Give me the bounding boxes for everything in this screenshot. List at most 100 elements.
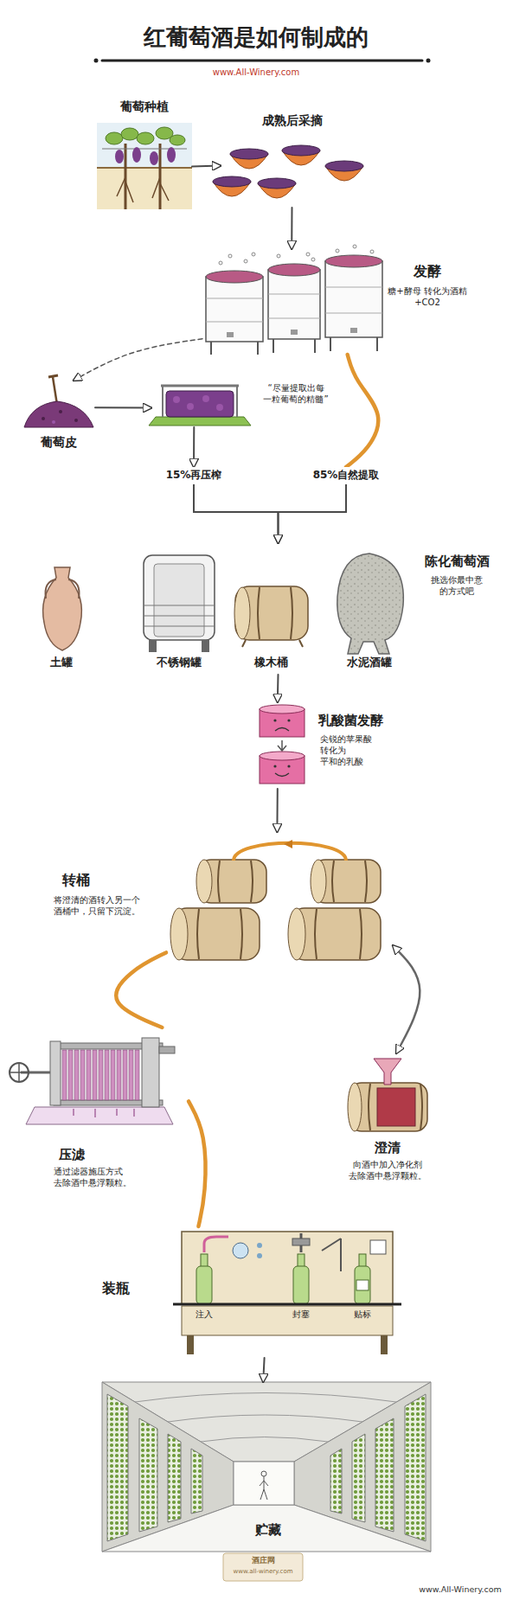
fermentation-tanks-part [290,329,298,335]
press-step: “尽量提取出每 一粒葡萄的精髓” [151,378,249,428]
logo-badge-part [223,1553,303,1582]
grape-press-part [202,395,210,403]
fining-barrel-part [368,1083,423,1131]
racking-barrels-part [310,859,327,904]
grape-press-part [166,391,234,417]
vineyard-drawing-part [149,151,159,166]
fermentation-tanks-part [226,332,234,338]
grape-press-part [186,403,194,411]
fermentation-tanks-part [205,276,263,342]
racking-barrels-part [196,859,212,904]
flow-arrow [193,484,279,544]
wine-cellar-part [330,1449,342,1514]
fermentation-tanks-part [205,298,263,322]
filter-press-part [122,1050,128,1101]
flow-arrow [290,207,293,250]
vineyard-drawing-part [96,166,193,169]
filter-press-part [98,1050,103,1101]
filter-step: 压滤通过滤器施压方式 去除酒中悬浮颗粒。 [12,1027,189,1134]
wine-cellar-part [404,1394,426,1542]
malolactic-tubs-part [277,740,287,751]
fermentation-tanks-part [370,250,374,254]
filter-press-part [9,1063,29,1083]
wine-cellar-part [139,1418,158,1533]
fermentation-tanks-part [268,263,321,276]
harvest-bowls-part [257,178,296,189]
racking-barrels-part [170,908,188,961]
bottling-machine-part [256,1243,263,1249]
fermentation-tanks-part [243,259,248,263]
filter-press-part [74,1050,79,1101]
fermentation-tanks-part [276,254,281,258]
logo-url: www.all-winery.com [232,1568,293,1576]
station-label: 贴标 [353,1309,372,1321]
fining-barrel-part [347,1083,362,1132]
malolactic-tubs-part [287,764,290,768]
racking-barrels-part [314,909,362,960]
filter-press-part [128,1050,134,1101]
filter-press-part [25,1107,174,1125]
step-heading: 15%再压榨 [166,468,223,483]
filter-press-part [92,1050,97,1101]
grape-press-part [160,384,239,388]
vineyard-drawing-part [169,134,186,146]
filter-press [9,1038,175,1125]
steel-tank-part [143,605,215,627]
grape-skins-part [58,410,63,414]
grape-skins-part [51,420,56,424]
bottling-machine [173,1231,402,1355]
step-note: 向酒中加入净化剂 去除酒中悬浮颗粒。 [339,1159,437,1182]
grape-skins-part [41,416,45,421]
step-note: 将澄清的酒转入另一个 酒桶中，只留下沉淀。 [53,894,162,917]
bottling-machine-part [232,1243,249,1259]
wine-cellar-part [191,1449,203,1514]
vineyard-drawing-part [132,147,142,163]
fermentation-tanks-part [251,252,256,257]
flow-arrow [275,788,278,833]
grape-skins-part [48,375,58,378]
harvest-bowls-part [282,145,321,156]
site-url: www.All-Winery.com [418,1584,501,1595]
flow-arrow [192,427,195,468]
step-heading: 成熟后采摘 [237,112,347,129]
oak-barrel-part [234,587,251,640]
step-heading: 不锈钢罐 [135,655,223,671]
fining-barrel-part [373,1058,402,1085]
vineyard-drawing-part [96,122,193,168]
steel-tank-part [143,555,215,641]
title-underline [94,58,431,64]
bottling-step: 装瓶 [176,1226,397,1359]
wine-cellar-part [375,1418,394,1533]
steel-tank-part [153,564,205,637]
wine-cellar-part [134,1393,397,1443]
vessel: 水泥酒罐 [331,550,408,655]
grape-skins-part [52,377,58,405]
concrete-egg-part [337,553,404,655]
step-heading: 85%自然提取 [313,468,380,483]
fermentation-tanks-part [350,327,358,334]
flow-arrow [392,945,420,1054]
fermentation-tanks-part [211,341,258,355]
step-heading: 转桶 [62,872,158,891]
malolactic-tubs-part [259,705,305,714]
step-heading: 土罐 [26,655,97,671]
logo-badge [223,1553,303,1582]
vineyard-drawing-part [105,132,123,145]
malolactic-tubs-part [273,764,276,768]
fermentation-tanks-part [306,252,310,257]
racking-step: 转桶将澄清的酒转入另一个 酒桶中，只留下沉淀。 [166,832,393,975]
flow-arrow [278,484,347,544]
bottling-machine-part [196,1266,212,1305]
bottling-machine-part [173,1303,402,1307]
fermentation-tanks-part [273,339,315,353]
hose-connector [346,354,379,468]
title: 红葡萄酒是如何制成的 [143,24,369,52]
grape-press-part [216,403,224,411]
steel-tank-part [201,640,210,653]
malolactic-tubs [259,705,305,784]
wine-cellar-part [261,1471,267,1477]
vessel: 不锈钢罐 [138,550,220,655]
vineyard-drawing-part [136,132,154,145]
